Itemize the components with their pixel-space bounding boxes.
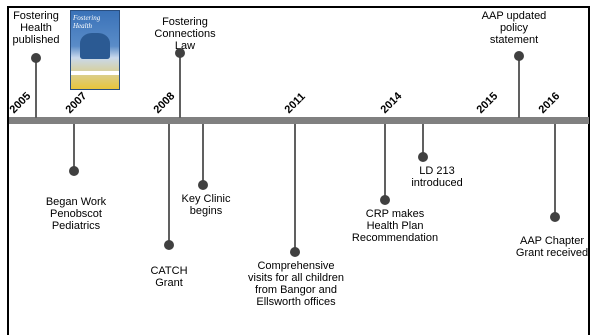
event-comprehensive-visits-dot [290, 247, 300, 257]
event-fostering-health-stem [35, 60, 37, 118]
event-began-work-stem [73, 124, 75, 170]
event-key-clinic-dot [198, 180, 208, 190]
book-cover-title: Fostering Health [73, 14, 101, 30]
event-key-clinic-label: Key Clinic begins [181, 193, 231, 217]
frame-border [7, 6, 590, 335]
book-cover-image: Fostering Health [70, 10, 120, 90]
event-aap-policy-stem [518, 57, 520, 118]
event-aap-policy-dot [514, 51, 524, 61]
book-cover-band [71, 71, 119, 75]
event-fostering-connections-label: Fostering Connections Law [154, 16, 216, 52]
event-fostering-connections-stem [179, 55, 181, 118]
event-crp-dot [380, 195, 390, 205]
book-cover-figure [80, 33, 110, 59]
event-fostering-health-dot [31, 53, 41, 63]
event-catch-stem [168, 124, 170, 246]
event-comprehensive-visits-stem [294, 124, 296, 252]
event-ld213-stem [422, 124, 424, 156]
event-aap-chapter-dot [550, 212, 560, 222]
event-comprehensive-visits-label: Comprehensive visits for all children fr… [248, 260, 344, 308]
event-aap-chapter-stem [554, 124, 556, 218]
timeline-bar [9, 117, 589, 124]
event-ld213-dot [418, 152, 428, 162]
event-began-work-dot [69, 166, 79, 176]
event-ld213-label: LD 213 introduced [411, 165, 463, 189]
event-fostering-connections-dot [175, 48, 185, 58]
event-aap-policy-label: AAP updated policy statement [481, 10, 547, 46]
event-fostering-health-label: Fostering Health published [12, 10, 60, 46]
event-aap-chapter-label: AAP Chapter Grant received [515, 235, 589, 259]
event-key-clinic-stem [202, 124, 204, 184]
event-catch-label: CATCH Grant [150, 265, 188, 289]
event-crp-stem [384, 124, 386, 200]
event-catch-dot [164, 240, 174, 250]
event-began-work-label: Began Work Penobscot Pediatrics [45, 196, 107, 232]
event-crp-label: CRP makes Health Plan Recommendation [351, 208, 439, 244]
